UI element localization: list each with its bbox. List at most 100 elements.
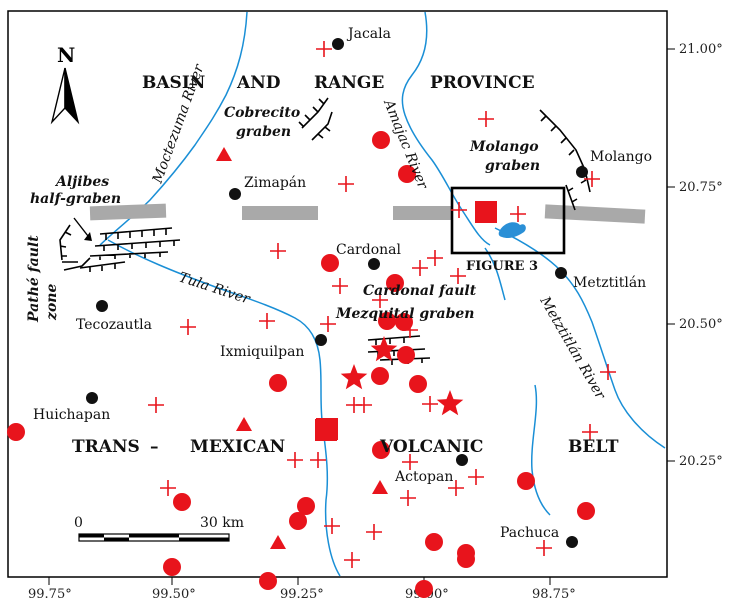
town-marker-actopan	[456, 454, 468, 466]
volcano-cross	[582, 424, 598, 440]
town-label-jacala: Jacala	[346, 26, 391, 42]
volcano-cross	[372, 292, 388, 308]
volcano-cross	[448, 480, 464, 496]
region-basin: BASIN	[142, 73, 205, 93]
tributary-line	[484, 247, 506, 301]
volcano-cross	[356, 397, 372, 413]
structure-aljibes: Aljibes	[54, 174, 109, 190]
y-tick-label: 20.50°	[679, 317, 723, 332]
volcano-triangle	[270, 535, 286, 549]
volcano-cross	[584, 171, 600, 187]
x-tick-label: 99.25°	[280, 587, 324, 602]
town-label-ixmiquilpan: Ixmiquilpan	[220, 344, 304, 360]
mezquital-fault	[367, 335, 421, 345]
tick-marks	[48, 48, 675, 585]
volcano-square	[475, 201, 497, 223]
volcano-cross	[427, 250, 443, 266]
cobrecito-fault	[311, 111, 333, 141]
volcano-cross	[324, 518, 340, 534]
metztitlan-river-line	[494, 227, 666, 449]
region-dash: –	[150, 437, 159, 457]
town-label-zimapan: Zimapán	[244, 175, 306, 191]
lineament-band	[544, 204, 646, 224]
town-label-molango: Molango	[590, 149, 652, 165]
map-frame	[7, 10, 668, 578]
town-label-metztitlan: Metztitlán	[573, 275, 646, 291]
structure-pathe: Pathé fault	[26, 235, 42, 323]
pathe-fault	[59, 224, 91, 271]
volcano-cross	[316, 41, 332, 57]
region-and: AND	[236, 73, 281, 93]
volcano-circle	[269, 374, 287, 392]
volcano-cross	[180, 319, 196, 335]
volcano-circle	[372, 441, 390, 459]
molango-fault	[539, 109, 591, 193]
volcano-cross	[332, 278, 348, 294]
scale-bar: 0 30 km	[74, 515, 244, 542]
structure-cobrecito: Cobrecito	[224, 105, 300, 121]
region-trans: TRANS	[72, 437, 140, 457]
volcano-circle	[321, 254, 339, 272]
figure-3-label: FIGURE 3	[466, 259, 538, 274]
north-arrow-right	[64, 67, 80, 125]
scale-bar-segment	[104, 537, 129, 541]
town-label-huichapan: Huichapan	[33, 407, 110, 423]
lineaments	[89, 203, 646, 224]
structure-molango: Molango	[469, 139, 539, 155]
region-mexican: MEXICAN	[190, 437, 285, 457]
amajac-river-line	[401, 11, 491, 246]
x-tick-label: 99.75°	[28, 587, 72, 602]
volcano-cross	[148, 397, 164, 413]
volcano-triangle	[216, 147, 232, 161]
volcano-circle	[371, 367, 389, 385]
volcano-circle	[398, 165, 416, 183]
x-tick-label: 99.50°	[152, 587, 196, 602]
scale-label-start: 0	[74, 515, 83, 531]
towns	[86, 38, 588, 548]
volcano-cross	[510, 206, 526, 222]
volcano-triangle	[236, 417, 252, 431]
volcano-circle	[163, 558, 181, 576]
north-label: N	[57, 43, 75, 67]
town-marker-ixmiquilpan	[315, 334, 327, 346]
scale-bar-segment	[129, 534, 179, 538]
volcano-cross	[536, 540, 552, 556]
volcano-circle	[517, 472, 535, 490]
aljibes-fault	[99, 227, 173, 240]
town-marker-pachuca	[566, 536, 578, 548]
volcano-circle	[577, 502, 595, 520]
town-marker-tecozautla	[96, 300, 108, 312]
aljibes-fault	[89, 251, 169, 260]
volcano-circle	[397, 346, 415, 364]
tula-river-line	[107, 239, 341, 577]
x-tick-label: 98.75°	[532, 587, 576, 602]
region-belt: BELT	[568, 437, 619, 457]
cobrecito-fault	[298, 97, 329, 129]
town-marker-zimapan	[229, 188, 241, 200]
volcano-circle	[7, 423, 25, 441]
lineament-band	[89, 203, 167, 221]
volcano-circle	[259, 572, 277, 590]
region-range: RANGE	[314, 73, 384, 93]
volcano-cross	[270, 243, 286, 259]
volcano-cross	[450, 268, 466, 284]
y-tick-label: 20.75°	[679, 180, 723, 195]
red-symbols	[7, 41, 616, 598]
aljibes-arrowhead	[84, 232, 92, 241]
volcano-cross	[287, 452, 303, 468]
structure-aljibes-half: half-graben	[30, 191, 121, 207]
town-marker-cardonal	[368, 258, 380, 270]
volcano-cross	[468, 469, 484, 485]
y-tick-label: 20.25°	[679, 454, 723, 469]
volcano-cross	[366, 524, 382, 540]
volcano-star	[436, 390, 464, 416]
volcano-circle	[386, 274, 404, 292]
lineament-band	[393, 206, 453, 220]
aljibes-fault	[79, 261, 126, 272]
volcano-cross	[160, 480, 176, 496]
aljibes-fault	[94, 239, 181, 251]
structure-cardonal-fault: Cardonal fault	[363, 283, 477, 299]
figure-3-box	[450, 186, 566, 255]
volcano-cross	[310, 452, 326, 468]
